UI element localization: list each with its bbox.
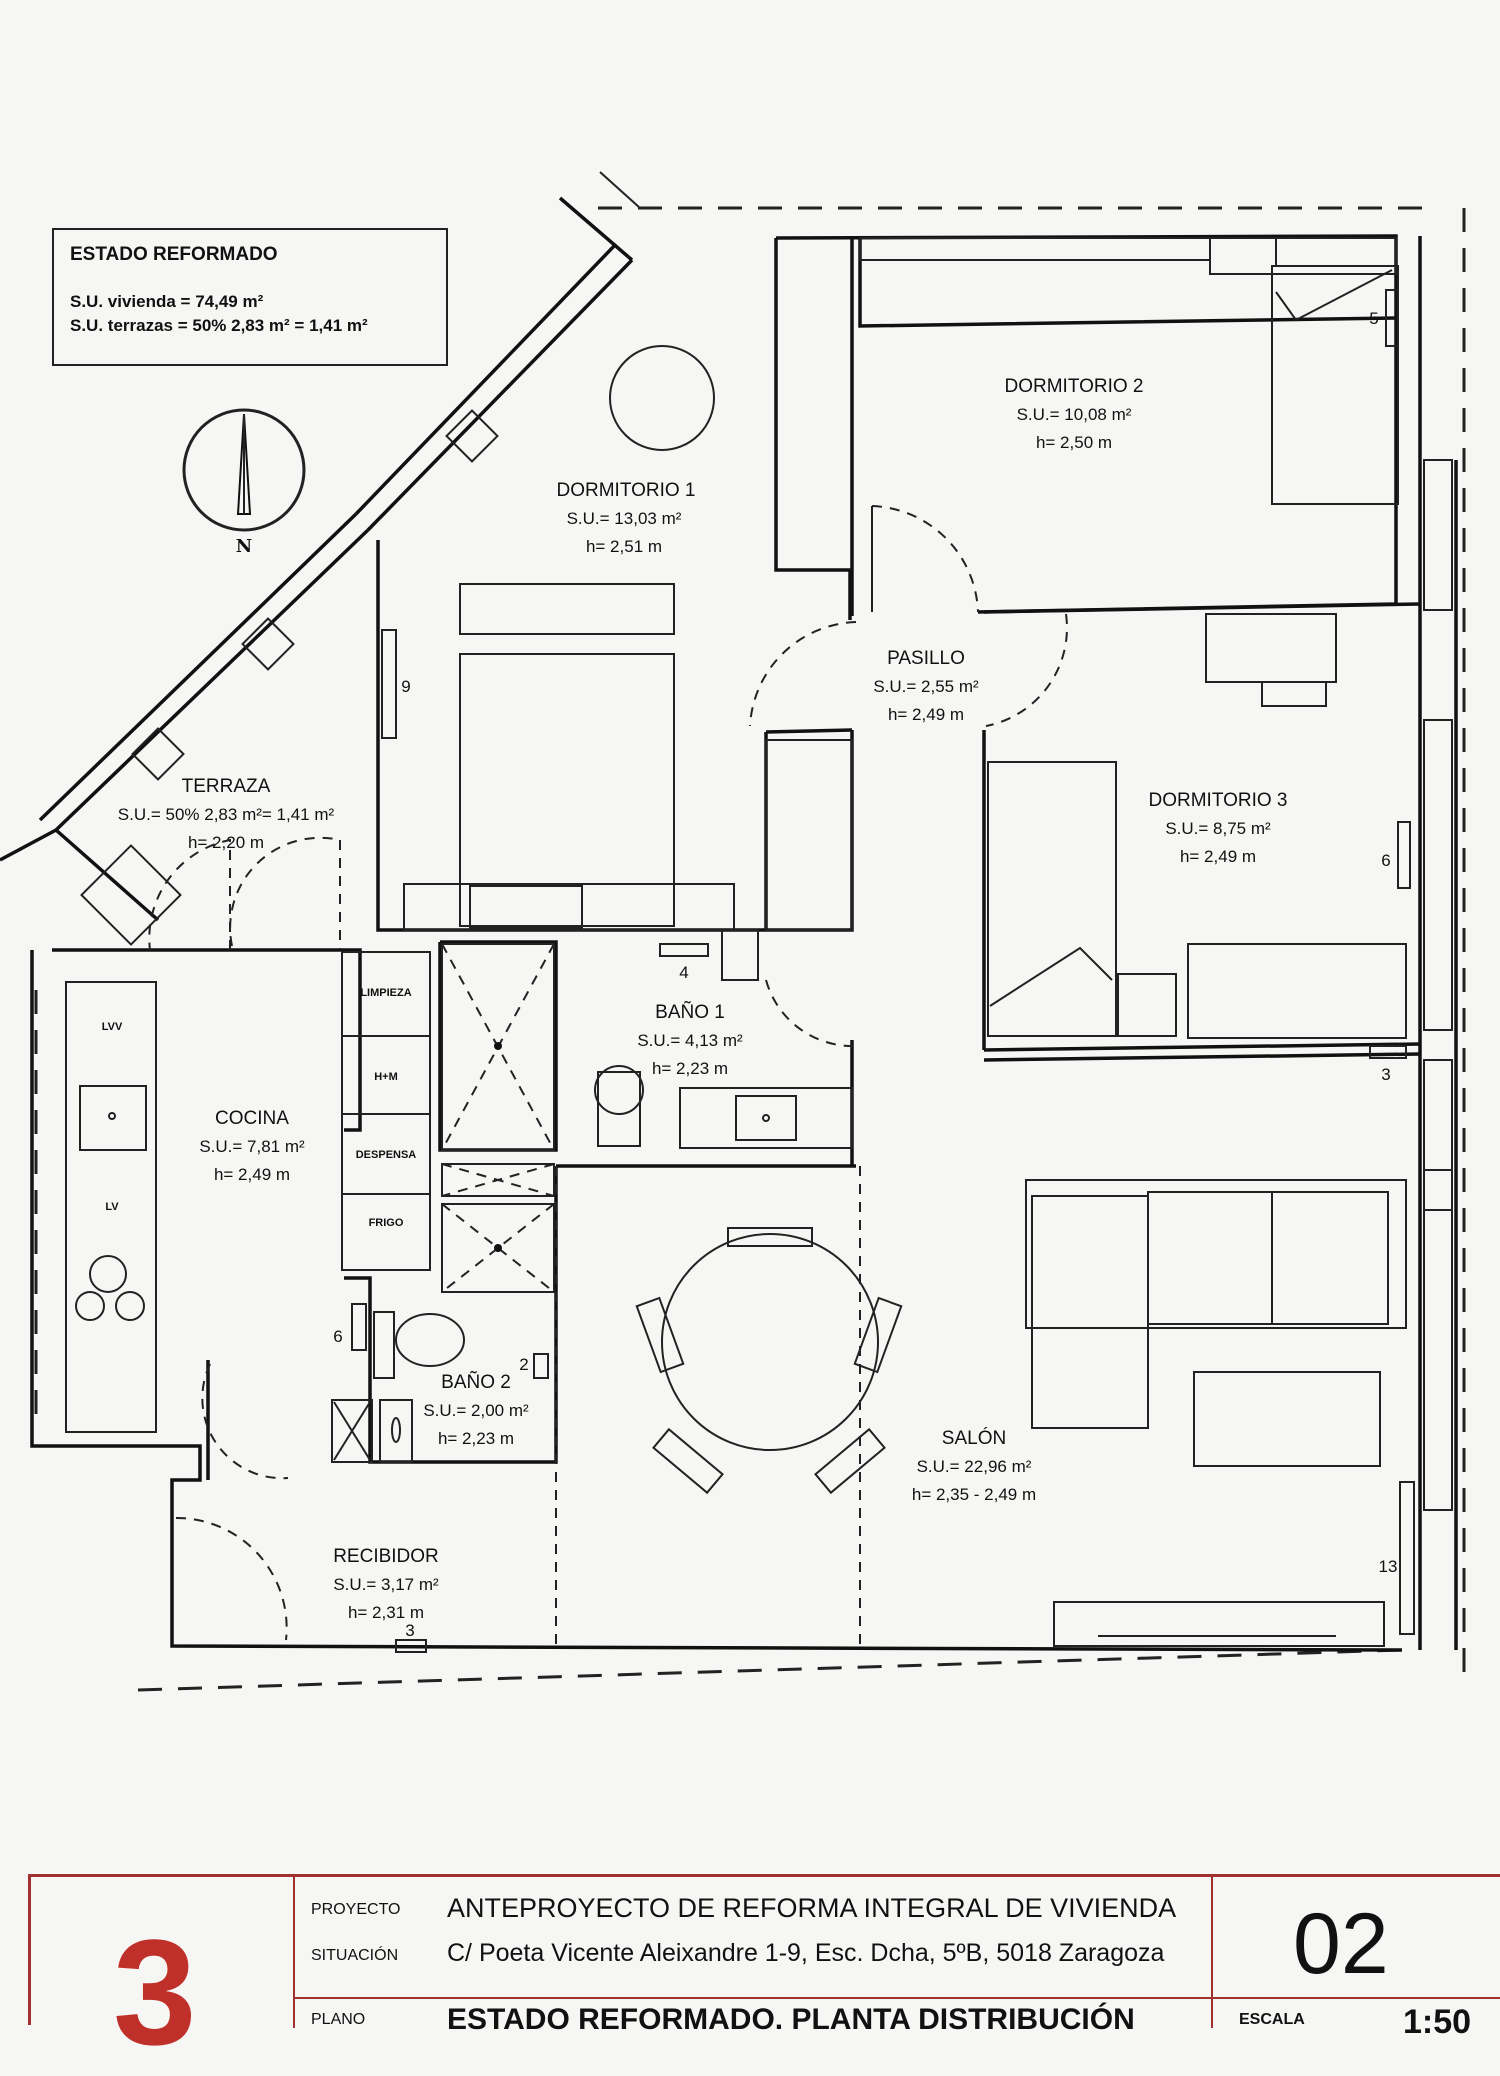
- legend-title: ESTADO REFORMADO: [70, 244, 278, 265]
- outlet-count-d2: 5: [1369, 309, 1378, 328]
- bano-2-fixtures: [331, 1163, 555, 1463]
- outlet-count-salon: 13: [1379, 1557, 1398, 1576]
- outlet-count-recibidor: 3: [405, 1621, 414, 1640]
- cocina-area: S.U.= 7,81 m²: [199, 1137, 305, 1156]
- outlet-count-d3: 6: [1381, 851, 1390, 870]
- diagonal-facade: [0, 196, 634, 922]
- outlet-count-bano1: 4: [679, 963, 688, 982]
- interior-walls: [30, 234, 1458, 1652]
- despensa-label: DESPENSA: [356, 1149, 417, 1161]
- pasillo-name: PASILLO: [887, 648, 965, 669]
- recibidor-area: S.U.= 3,17 m²: [333, 1575, 439, 1594]
- bano-1-area: S.U.= 4,13 m²: [637, 1031, 743, 1050]
- hm-label: H+M: [374, 1071, 398, 1083]
- right-facade-windows: [1423, 459, 1453, 1511]
- title-block-divider: [293, 1877, 295, 2028]
- outlet-count-bano2: 2: [519, 1355, 528, 1374]
- dormitorio-2-area: S.U.= 10,08 m²: [1017, 405, 1132, 424]
- cocina-furniture: [65, 838, 431, 1433]
- electrical-outlets: [351, 289, 1415, 1653]
- dormitorio-1-name: DORMITORIO 1: [557, 480, 696, 501]
- outlet-count-d3b: 3: [1381, 1065, 1390, 1084]
- bano-2-name: BAÑO 2: [441, 1371, 511, 1393]
- cocina-name: COCINA: [215, 1108, 289, 1129]
- project-number: 3: [113, 1908, 197, 2076]
- recibidor-name: RECIBIDOR: [333, 1546, 439, 1567]
- limpieza-label: LIMPIEZA: [360, 987, 411, 999]
- bano-1-fixtures: [441, 943, 857, 1151]
- floor-plan-drawing: DORMITORIO 1 S.U.= 13,03 m² h= 2,51 m DO…: [0, 171, 1466, 1692]
- title-block: 3 PROYECTO ANTEPROYECTO DE REFORMA INTEG…: [28, 1874, 1500, 2067]
- dormitorio-1-height: h= 2,51 m: [586, 537, 662, 556]
- outlet-count-cocina: 6: [333, 1327, 342, 1346]
- salon-name: SALÓN: [942, 1427, 1006, 1449]
- dormitorio-1-area: S.U.= 13,03 m²: [567, 509, 682, 528]
- bano-1-name: BAÑO 1: [655, 1001, 725, 1023]
- legend-box: ESTADO REFORMADO S.U. vivienda = 74,49 m…: [52, 228, 448, 366]
- bano-2-height: h= 2,23 m: [438, 1429, 514, 1448]
- recibidor-height: h= 2,31 m: [348, 1603, 424, 1622]
- terraza-height: h= 2,20 m: [188, 833, 264, 852]
- situacion-value: C/ Poeta Vicente Aleixandre 1-9, Esc. Dc…: [447, 1939, 1165, 1967]
- plano-value: ESTADO REFORMADO. PLANTA DISTRIBUCIÓN: [447, 2003, 1135, 2036]
- floor-plan-sheet: { "legend": { "title": "ESTADO REFORMADO…: [0, 171, 1500, 2067]
- title-block-divider: [295, 1997, 1500, 1999]
- salon-height: h= 2,35 - 2,49 m: [912, 1485, 1036, 1504]
- dormitorio-1-furniture: [403, 345, 853, 981]
- lvv-label: LVV: [102, 1021, 123, 1033]
- salon-area: S.U.= 22,96 m²: [917, 1457, 1032, 1476]
- pasillo-height: h= 2,49 m: [888, 705, 964, 724]
- frigo-label: FRIGO: [369, 1217, 404, 1229]
- lv-label: LV: [105, 1201, 119, 1213]
- sheet-number: 02: [1293, 1896, 1389, 1992]
- dormitorio-2-height: h= 2,50 m: [1036, 433, 1112, 452]
- exterior-boundary: [34, 171, 1466, 1692]
- dormitorio-3-name: DORMITORIO 3: [1149, 790, 1288, 811]
- cocina-height: h= 2,49 m: [214, 1165, 290, 1184]
- pasillo-doors: [749, 505, 1068, 727]
- proyecto-label: PROYECTO: [311, 1901, 401, 1918]
- situacion-label: SITUACIÓN: [311, 1947, 399, 1964]
- north-arrow: [182, 408, 306, 532]
- proyecto-value: ANTEPROYECTO DE REFORMA INTEGRAL DE VIVI…: [447, 1893, 1177, 1923]
- title-block-divider: [1211, 1877, 1213, 2028]
- escala-label: ESCALA: [1239, 2011, 1305, 2028]
- legend-terrazas-area: S.U. terrazas = 50% 2,83 m² = 1,41 m²: [70, 316, 368, 335]
- plano-label: PLANO: [311, 2011, 366, 2028]
- dormitorio-3-furniture: [987, 613, 1407, 1039]
- dormitorio-2-furniture: [859, 237, 1399, 505]
- pasillo-area: S.U.= 2,55 m²: [873, 677, 979, 696]
- escala-value: 1:50: [1403, 2003, 1472, 2041]
- salon-furniture: [175, 1166, 1407, 1650]
- terraza-furniture: [80, 836, 341, 950]
- terraza-name: TERRAZA: [182, 776, 271, 797]
- dormitorio-2-name: DORMITORIO 2: [1005, 376, 1144, 397]
- bano-2-area: S.U.= 2,00 m²: [423, 1401, 529, 1420]
- dormitorio-3-height: h= 2,49 m: [1180, 847, 1256, 866]
- terraza-area: S.U.= 50% 2,83 m²= 1,41 m²: [118, 805, 335, 824]
- dormitorio-3-area: S.U.= 8,75 m²: [1165, 819, 1271, 838]
- bano-1-height: h= 2,23 m: [652, 1059, 728, 1078]
- legend-vivienda-area: S.U. vivienda = 74,49 m²: [70, 292, 264, 311]
- outlet-count-d1: 9: [401, 677, 410, 696]
- north-label: N: [236, 536, 252, 557]
